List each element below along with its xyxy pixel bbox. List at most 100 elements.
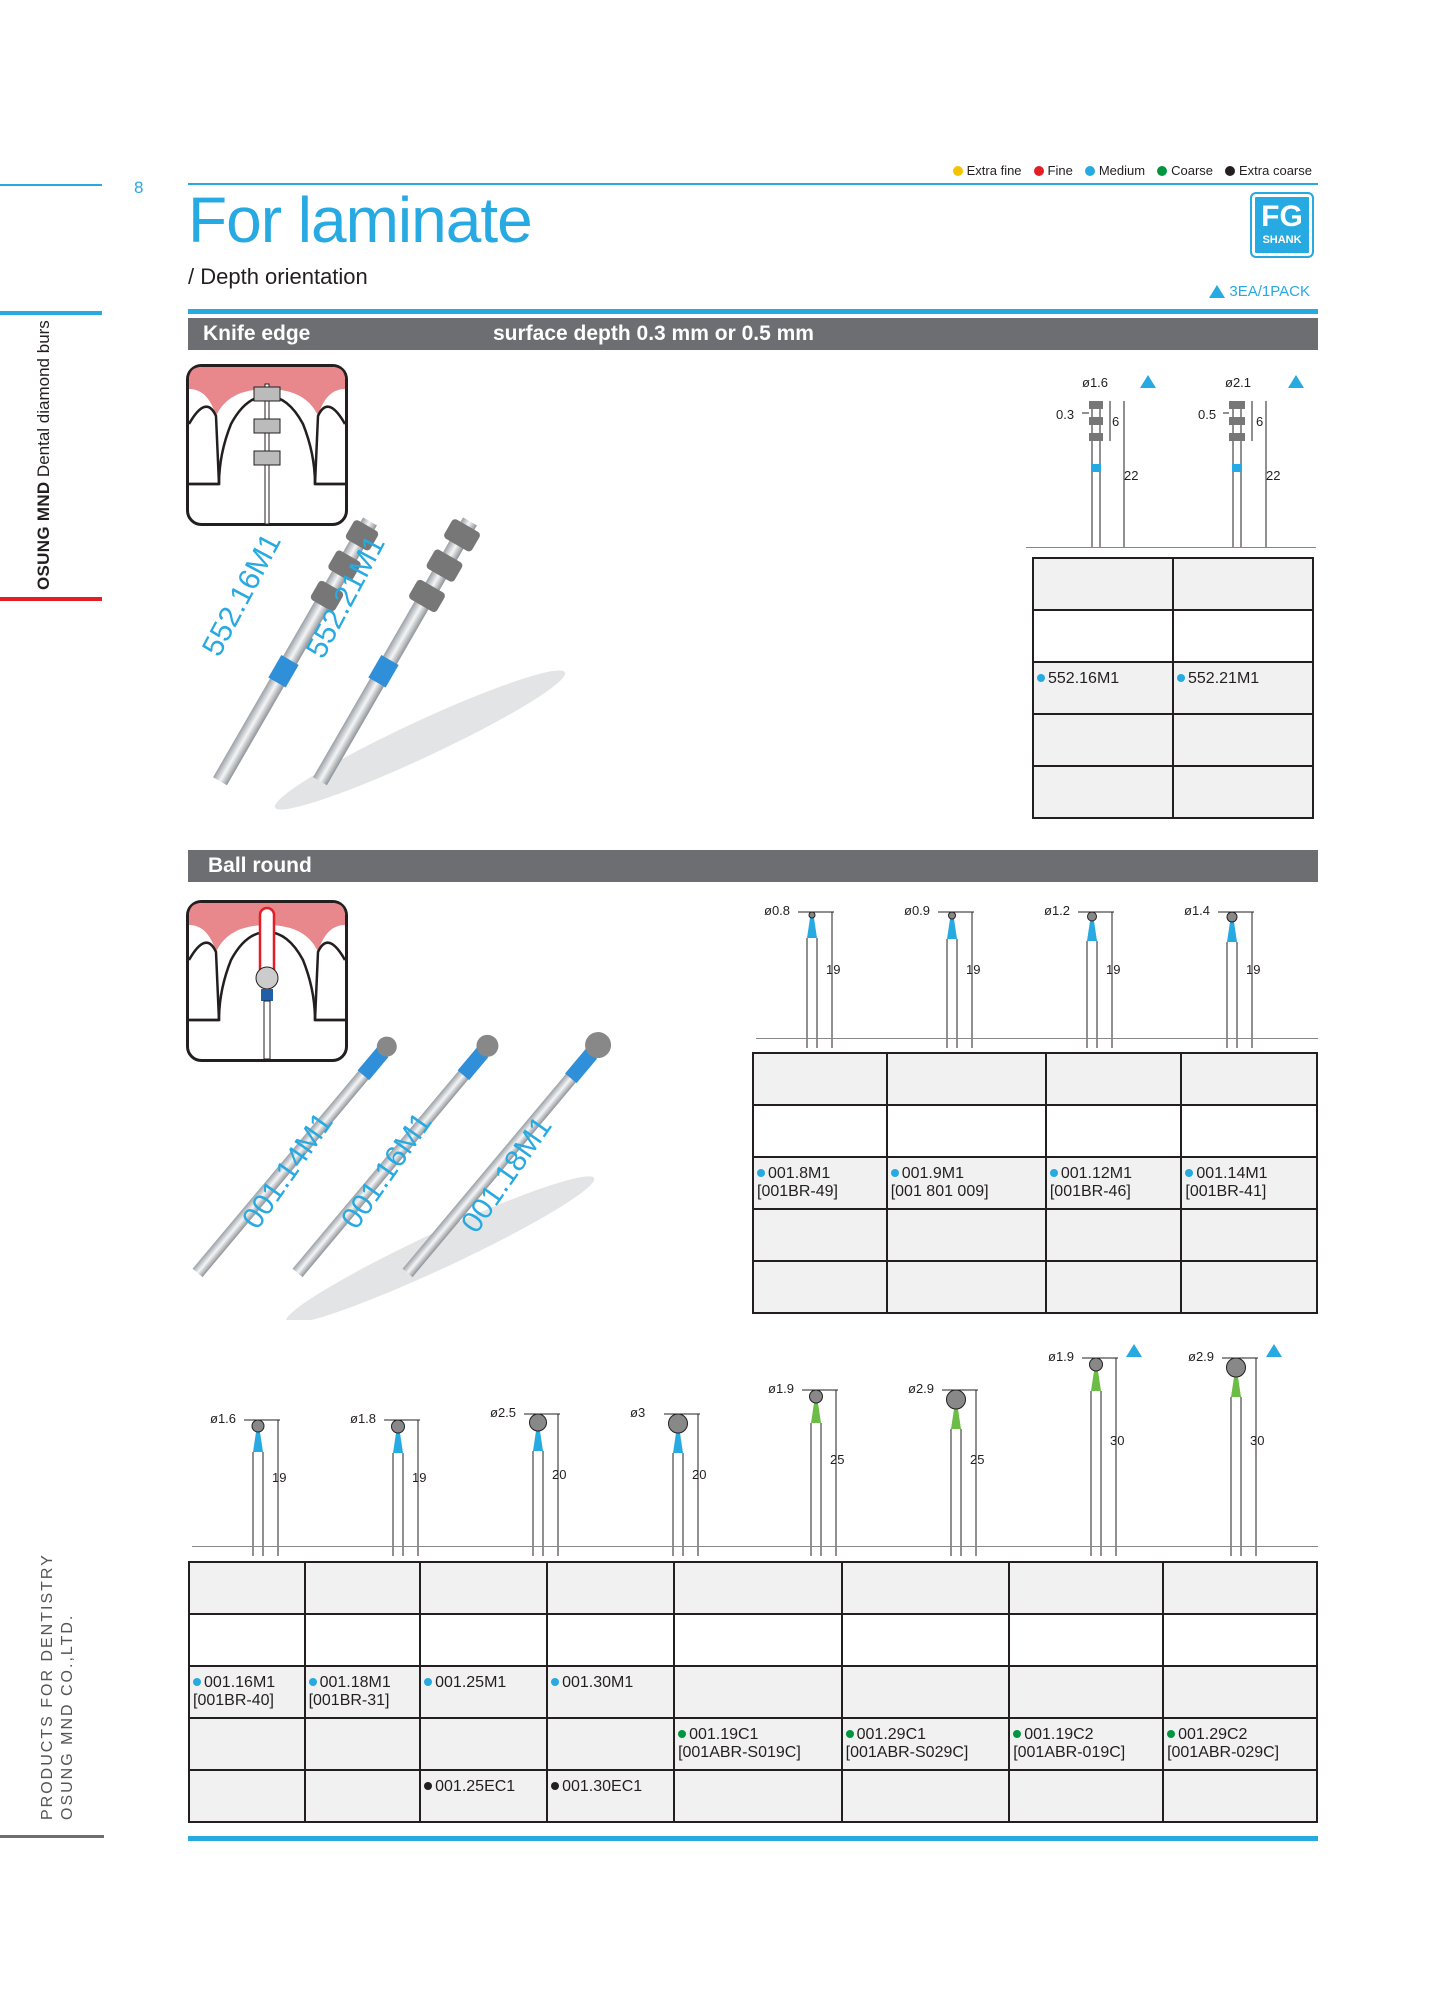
knife-d1-depth: 0.3 (1056, 407, 1075, 422)
table-row: 001.19C1[001ABR-S019C] 001.29C1[001ABR-S0… (188, 1717, 1318, 1771)
grit-dot (1037, 673, 1045, 682)
table-cell (885, 1052, 1047, 1106)
dimension-diameter: ø2.9 (1188, 1349, 1215, 1364)
legend-item: Medium (1084, 163, 1145, 178)
table-cell: 001.29C2[001ABR-029C] (1162, 1717, 1318, 1771)
table-row (188, 1561, 1318, 1615)
section-title: Knife edge (203, 322, 311, 345)
product-code-line: 001.30EC1 (551, 1778, 670, 1796)
product-code: 001.19C1 (689, 1726, 759, 1743)
legend-label: Fine (1047, 163, 1073, 178)
pack-label: 3EA/1PACK (1229, 283, 1310, 300)
product-code-line: 001.12M1 (1049, 1165, 1178, 1183)
table-cell (752, 1104, 888, 1158)
product-code: 001.9M1 (901, 1165, 964, 1182)
table-cell (419, 1561, 549, 1615)
table-cell (303, 1561, 422, 1615)
triangle-icon (1209, 285, 1226, 298)
table-cell: 001.19C2[001ABR-019C] (1008, 1717, 1165, 1771)
page-number: 8 (134, 178, 144, 197)
dimension-length: 30 (1250, 1433, 1265, 1449)
product-code: 001.16M1 (204, 1674, 276, 1691)
product-code: 001.18M1 (319, 1674, 391, 1691)
product-code-line: 001.25EC1 (424, 1778, 543, 1796)
table-cell: 001.19C1[001ABR-S019C] (673, 1717, 843, 1771)
product-code-line: 001.25M1 (424, 1674, 543, 1692)
triangle-icon (1288, 375, 1304, 388)
table-row: 001.25EC1 001.30EC1 (188, 1769, 1318, 1823)
ball-bur-outline (524, 1413, 560, 1556)
product-code: 001.30EC1 (562, 1778, 643, 1795)
badge-sub: SHANK (1262, 234, 1302, 246)
dimension-diameter: ø1.8 (350, 1411, 377, 1426)
ball-bur-outline (1082, 1357, 1118, 1556)
dimension-diameter: ø0.8 (764, 903, 791, 918)
ball-bur-outline (798, 911, 834, 1048)
bur-photos-ball (192, 1032, 612, 1320)
grit-dot (890, 1168, 899, 1177)
section-title: Ball round (208, 854, 312, 877)
product-code-line: 001.29C1 (845, 1726, 1006, 1744)
dimension-length: 19 (826, 962, 841, 978)
dimension-diameter: ø1.6 (210, 1411, 237, 1426)
triangle-icon (1266, 1344, 1282, 1357)
table-cell: 001.9M1[001 801 009] (885, 1156, 1047, 1210)
table-row (752, 1052, 1318, 1106)
table-cell (752, 1208, 888, 1262)
knife-d1-head: 6 (1112, 414, 1120, 429)
grit-dot (757, 1168, 765, 1177)
dimension-length: 25 (830, 1452, 845, 1468)
reference-code: [001ABR-S029C] (845, 1744, 969, 1761)
reference-code: [001BR-31] (308, 1692, 390, 1709)
legend-item: Coarse (1157, 163, 1213, 178)
table-cell: 001.8M1[001BR-49] (752, 1156, 888, 1210)
legend-item: Extra fine (952, 163, 1022, 178)
rail-line-top (0, 184, 102, 186)
dimension-length: 19 (1106, 962, 1121, 978)
footer-line-2: OSUNG MND CO.,LTD. (59, 1613, 76, 1820)
sidebar-footer: PRODUCTS FOR DENTISTRY OSUNG MND CO.,LTD… (38, 1553, 78, 1820)
table-row (188, 1613, 1318, 1667)
triangle-icon (1140, 375, 1156, 388)
product-code: 552.16M1 (1048, 670, 1120, 687)
grit-dot (1049, 1168, 1058, 1177)
table-row (752, 1208, 1318, 1262)
table-cell (546, 1717, 676, 1771)
dimension-length: 25 (970, 1452, 985, 1468)
ball-bur-outline (938, 911, 974, 1048)
legend-item: Extra coarse (1225, 163, 1312, 178)
ball-bottom-baseline (192, 1546, 1318, 1547)
page-subtitle: / Depth orientation (188, 264, 368, 289)
table-cell (1032, 765, 1174, 819)
header-rule-thick (188, 309, 1318, 314)
table-cell (1162, 1561, 1318, 1615)
table-cell: 001.30M1 (546, 1665, 676, 1719)
table-cell (673, 1561, 843, 1615)
dimension-diameter: ø2.5 (490, 1405, 517, 1420)
table-cell (1172, 713, 1314, 767)
dimension-diameter: ø1.9 (768, 1381, 795, 1396)
product-code-line: 001.14M1 (1185, 1165, 1313, 1183)
legend-dot (1225, 165, 1236, 176)
product-code-line: 001.19C1 (678, 1726, 838, 1744)
table-cell (840, 1561, 1011, 1615)
product-code: 001.29C1 (856, 1726, 927, 1743)
dimension-length: 19 (966, 962, 981, 978)
product-code-line: 001.9M1 (890, 1165, 1042, 1183)
section-bar-knife-edge: Knife edge surface depth 0.3 mm or 0.5 m… (188, 318, 1318, 350)
tooth-diagram-knife (186, 364, 348, 526)
table-cell (885, 1208, 1047, 1262)
knife-d1-diameter: ø1.6 (1082, 375, 1109, 390)
triangle-icon (1126, 1344, 1142, 1357)
dimension-diameter: ø0.9 (904, 903, 931, 918)
ball-bur-outline (384, 1419, 420, 1556)
table-cell (1162, 1665, 1318, 1719)
footer-rule (188, 1836, 1318, 1841)
badge-main: FG (1261, 200, 1303, 233)
table-cell (1180, 1260, 1318, 1314)
table-cell (1172, 557, 1314, 611)
table-cell (1032, 557, 1174, 611)
table-row: 001.8M1[001BR-49]001.9M1[001 801 009]001… (752, 1156, 1318, 1210)
brand-subtitle: Dental diamond burs (34, 320, 53, 478)
ball-bur-outline (664, 1413, 700, 1556)
